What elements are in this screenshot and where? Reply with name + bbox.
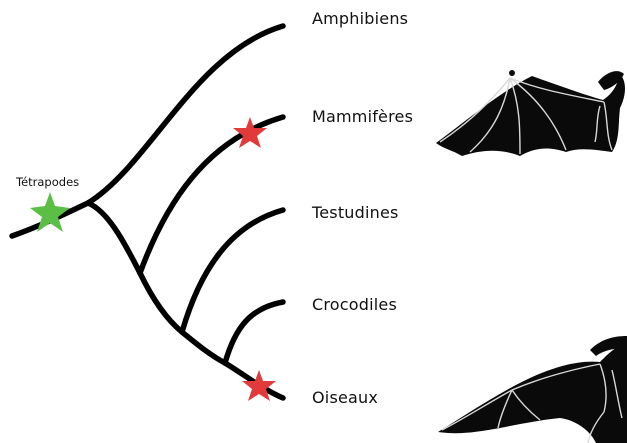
root-label: Tétrapodes <box>16 175 79 189</box>
branch-archosaures <box>182 332 225 363</box>
branch-testudines <box>182 210 283 332</box>
bat-skeleton-icon <box>436 70 625 156</box>
taxon-label-crocodiles: Crocodiles <box>312 295 397 314</box>
taxon-label-mammiferes: Mammifères <box>312 107 413 126</box>
taxon-label-oiseaux: Oiseaux <box>312 388 378 407</box>
branch-crocodiles <box>225 302 283 363</box>
branch-sauropsides <box>140 273 182 332</box>
taxon-label-testudines: Testudines <box>312 203 399 222</box>
branch-amniotes <box>88 203 140 273</box>
pterosaur-skeleton-icon <box>438 336 627 443</box>
taxon-label-amphibiens: Amphibiens <box>312 9 408 28</box>
branch-mammiferes <box>140 117 283 273</box>
branch-amphibiens <box>88 26 283 203</box>
